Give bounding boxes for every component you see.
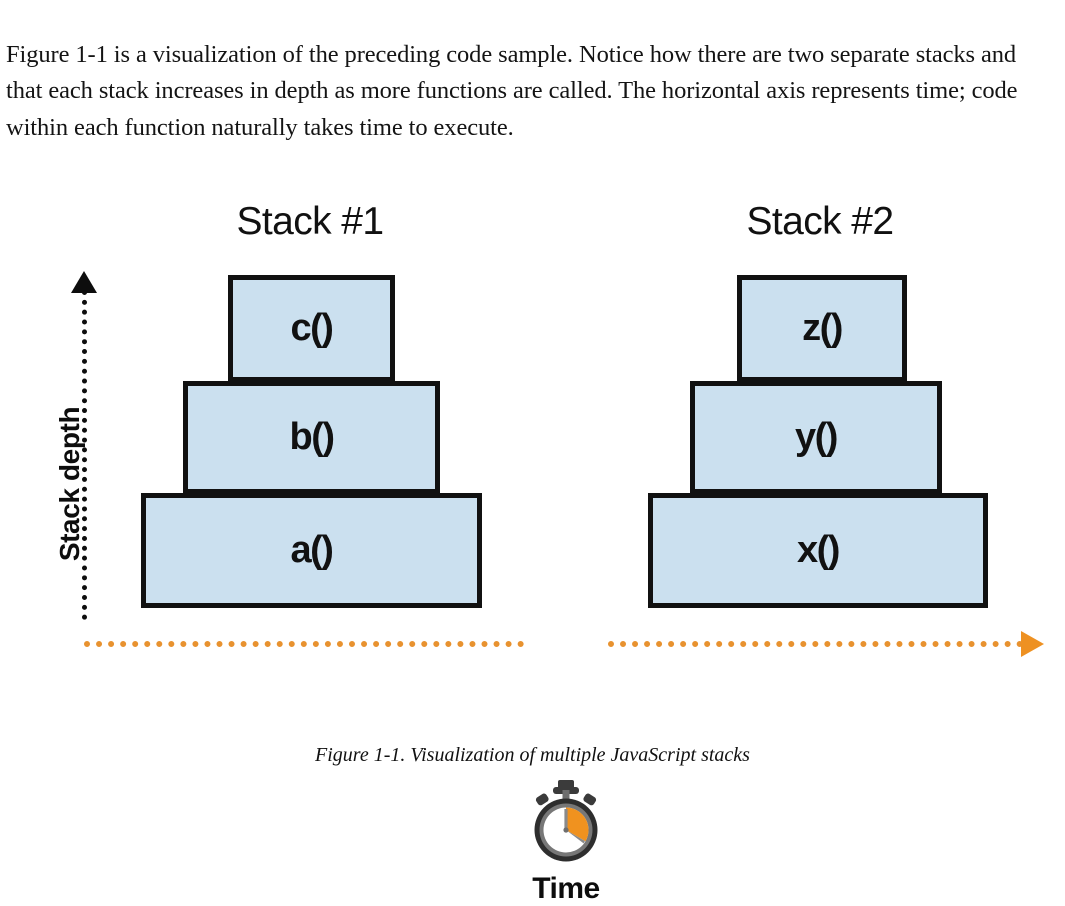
- stack-1-frame-c-label: c(): [290, 306, 334, 349]
- stack-2-title: Stack #2: [746, 200, 895, 243]
- figure-reference-link[interactable]: Figure 1-1: [6, 40, 108, 68]
- stack-2-frame-y: y(): [690, 381, 942, 494]
- stopwatch-icon: [524, 780, 608, 864]
- stack-2-frame-x-label: x(): [797, 528, 840, 571]
- time-axis-line-left: [84, 641, 524, 647]
- stack-2-frame-x: x(): [648, 493, 988, 608]
- body-paragraph: Figure 1-1 is a visualization of the pre…: [6, 37, 1058, 147]
- time-axis-arrow-icon: [1021, 631, 1044, 657]
- stack-2-frame-z-label: z(): [802, 306, 843, 349]
- stack-depth-axis-arrow-icon: [71, 271, 97, 293]
- time-axis-line-right: [608, 641, 1023, 647]
- stack-1-frame-b: b(): [183, 381, 440, 494]
- body-paragraph-text: is a visualization of the preceding code…: [6, 40, 1018, 141]
- figure-canvas: Stack depth Stack #1 c() b() a() Stack #…: [0, 178, 1065, 905]
- stack-depth-axis-label: Stack depth: [54, 406, 85, 562]
- stack-1-frame-a: a(): [141, 493, 482, 608]
- stack-1-frame-b-label: b(): [289, 415, 335, 458]
- time-axis-label: Time: [532, 872, 600, 905]
- stack-1-frame-c: c(): [228, 275, 395, 382]
- stack-2-frame-z: z(): [737, 275, 907, 382]
- stack-2-frame-y-label: y(): [795, 415, 838, 458]
- stack-1-title: Stack #1: [236, 200, 385, 243]
- stack-depth-axis-line: [82, 290, 87, 620]
- stack-1-frame-a-label: a(): [290, 528, 334, 571]
- figure-caption: Figure 1-1. Visualization of multiple Ja…: [315, 744, 750, 766]
